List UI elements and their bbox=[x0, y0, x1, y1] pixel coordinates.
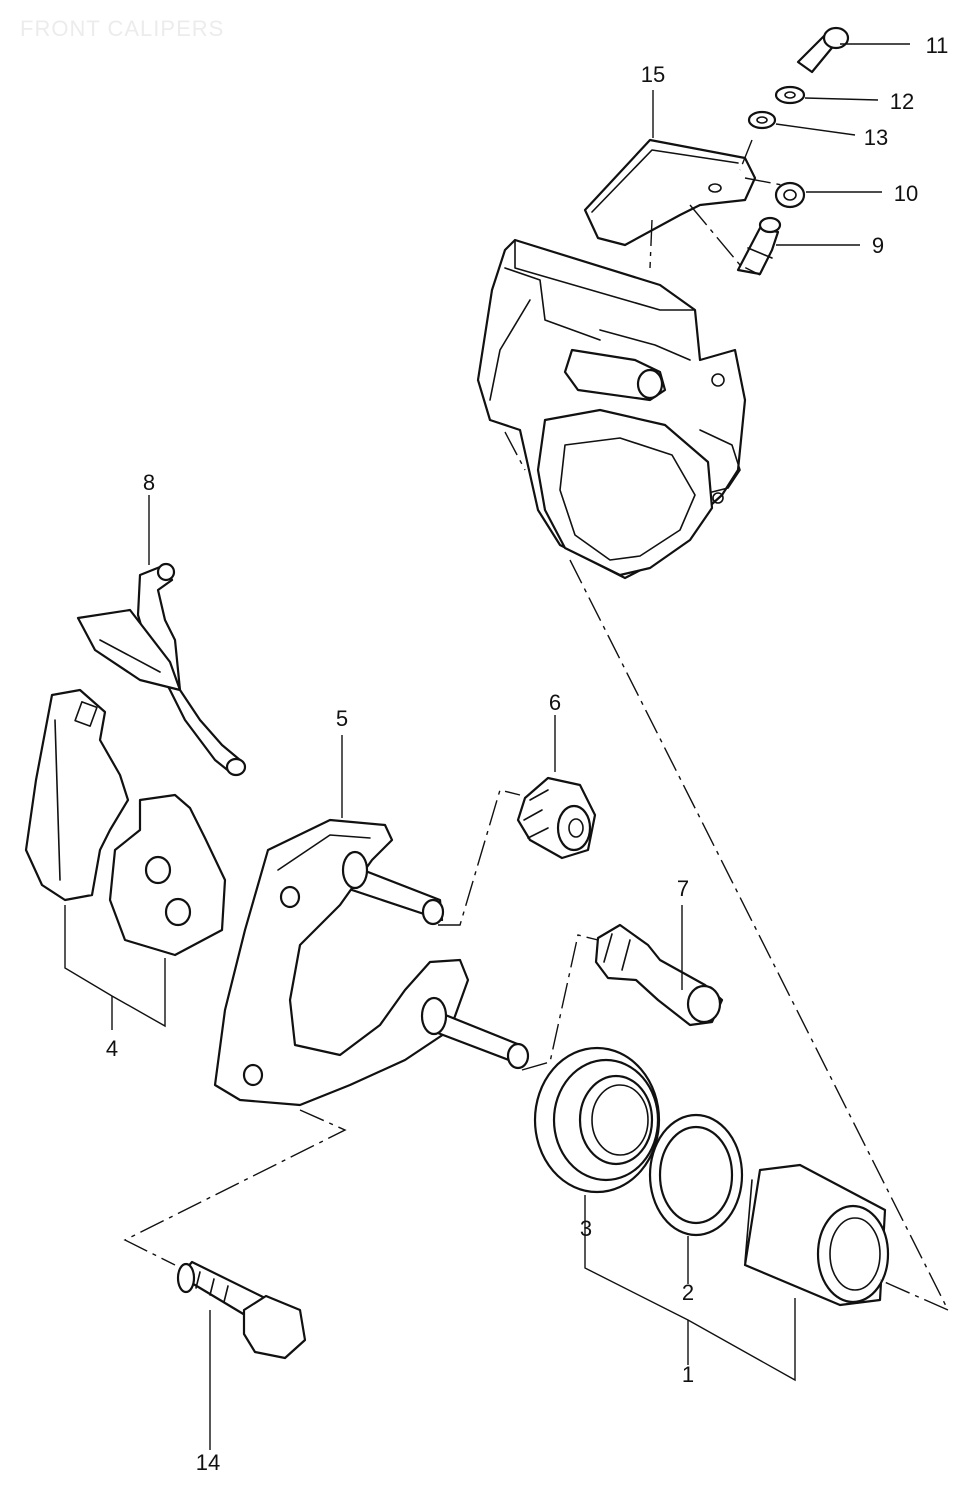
brake-pads-4 bbox=[24, 688, 227, 1028]
caliper-body bbox=[476, 238, 747, 580]
bleeder-screw-9 bbox=[736, 216, 782, 276]
callout-7: 7 bbox=[677, 876, 689, 901]
piston bbox=[743, 1163, 890, 1307]
callout-3: 3 bbox=[580, 1216, 592, 1241]
slide-pin-7 bbox=[594, 923, 724, 1027]
callout-labels: 1 2 3 4 5 6 7 8 9 10 11 12 13 14 15 bbox=[106, 33, 949, 1475]
caliper-bracket-5 bbox=[213, 818, 530, 1107]
callout-14: 14 bbox=[196, 1450, 220, 1475]
callout-12: 12 bbox=[890, 89, 914, 114]
callout-2: 2 bbox=[682, 1280, 694, 1305]
callout-9: 9 bbox=[872, 233, 884, 258]
bleeder-cap-10 bbox=[774, 181, 806, 209]
washer-12 bbox=[774, 85, 806, 105]
seal-3 bbox=[533, 1046, 661, 1194]
callout-10: 10 bbox=[894, 181, 918, 206]
callout-13: 13 bbox=[864, 125, 888, 150]
pad-spring-15 bbox=[583, 138, 757, 247]
pad-retainer-8 bbox=[76, 562, 247, 777]
callout-6: 6 bbox=[549, 690, 561, 715]
callout-8: 8 bbox=[143, 470, 155, 495]
diagram-title: FRONT CALIPERS bbox=[20, 16, 225, 41]
screw-11 bbox=[796, 26, 850, 74]
assembly-centerlines bbox=[123, 139, 949, 1311]
leader-lines bbox=[111, 43, 910, 1450]
callout-1: 1 bbox=[682, 1362, 694, 1387]
washer-13 bbox=[747, 110, 777, 130]
boot-6 bbox=[516, 776, 597, 860]
callout-5: 5 bbox=[336, 706, 348, 731]
callout-4: 4 bbox=[106, 1036, 118, 1061]
callout-11: 11 bbox=[926, 33, 949, 58]
seal-2 bbox=[648, 1113, 744, 1237]
bolt-14 bbox=[176, 1260, 307, 1360]
callout-15: 15 bbox=[641, 62, 665, 87]
